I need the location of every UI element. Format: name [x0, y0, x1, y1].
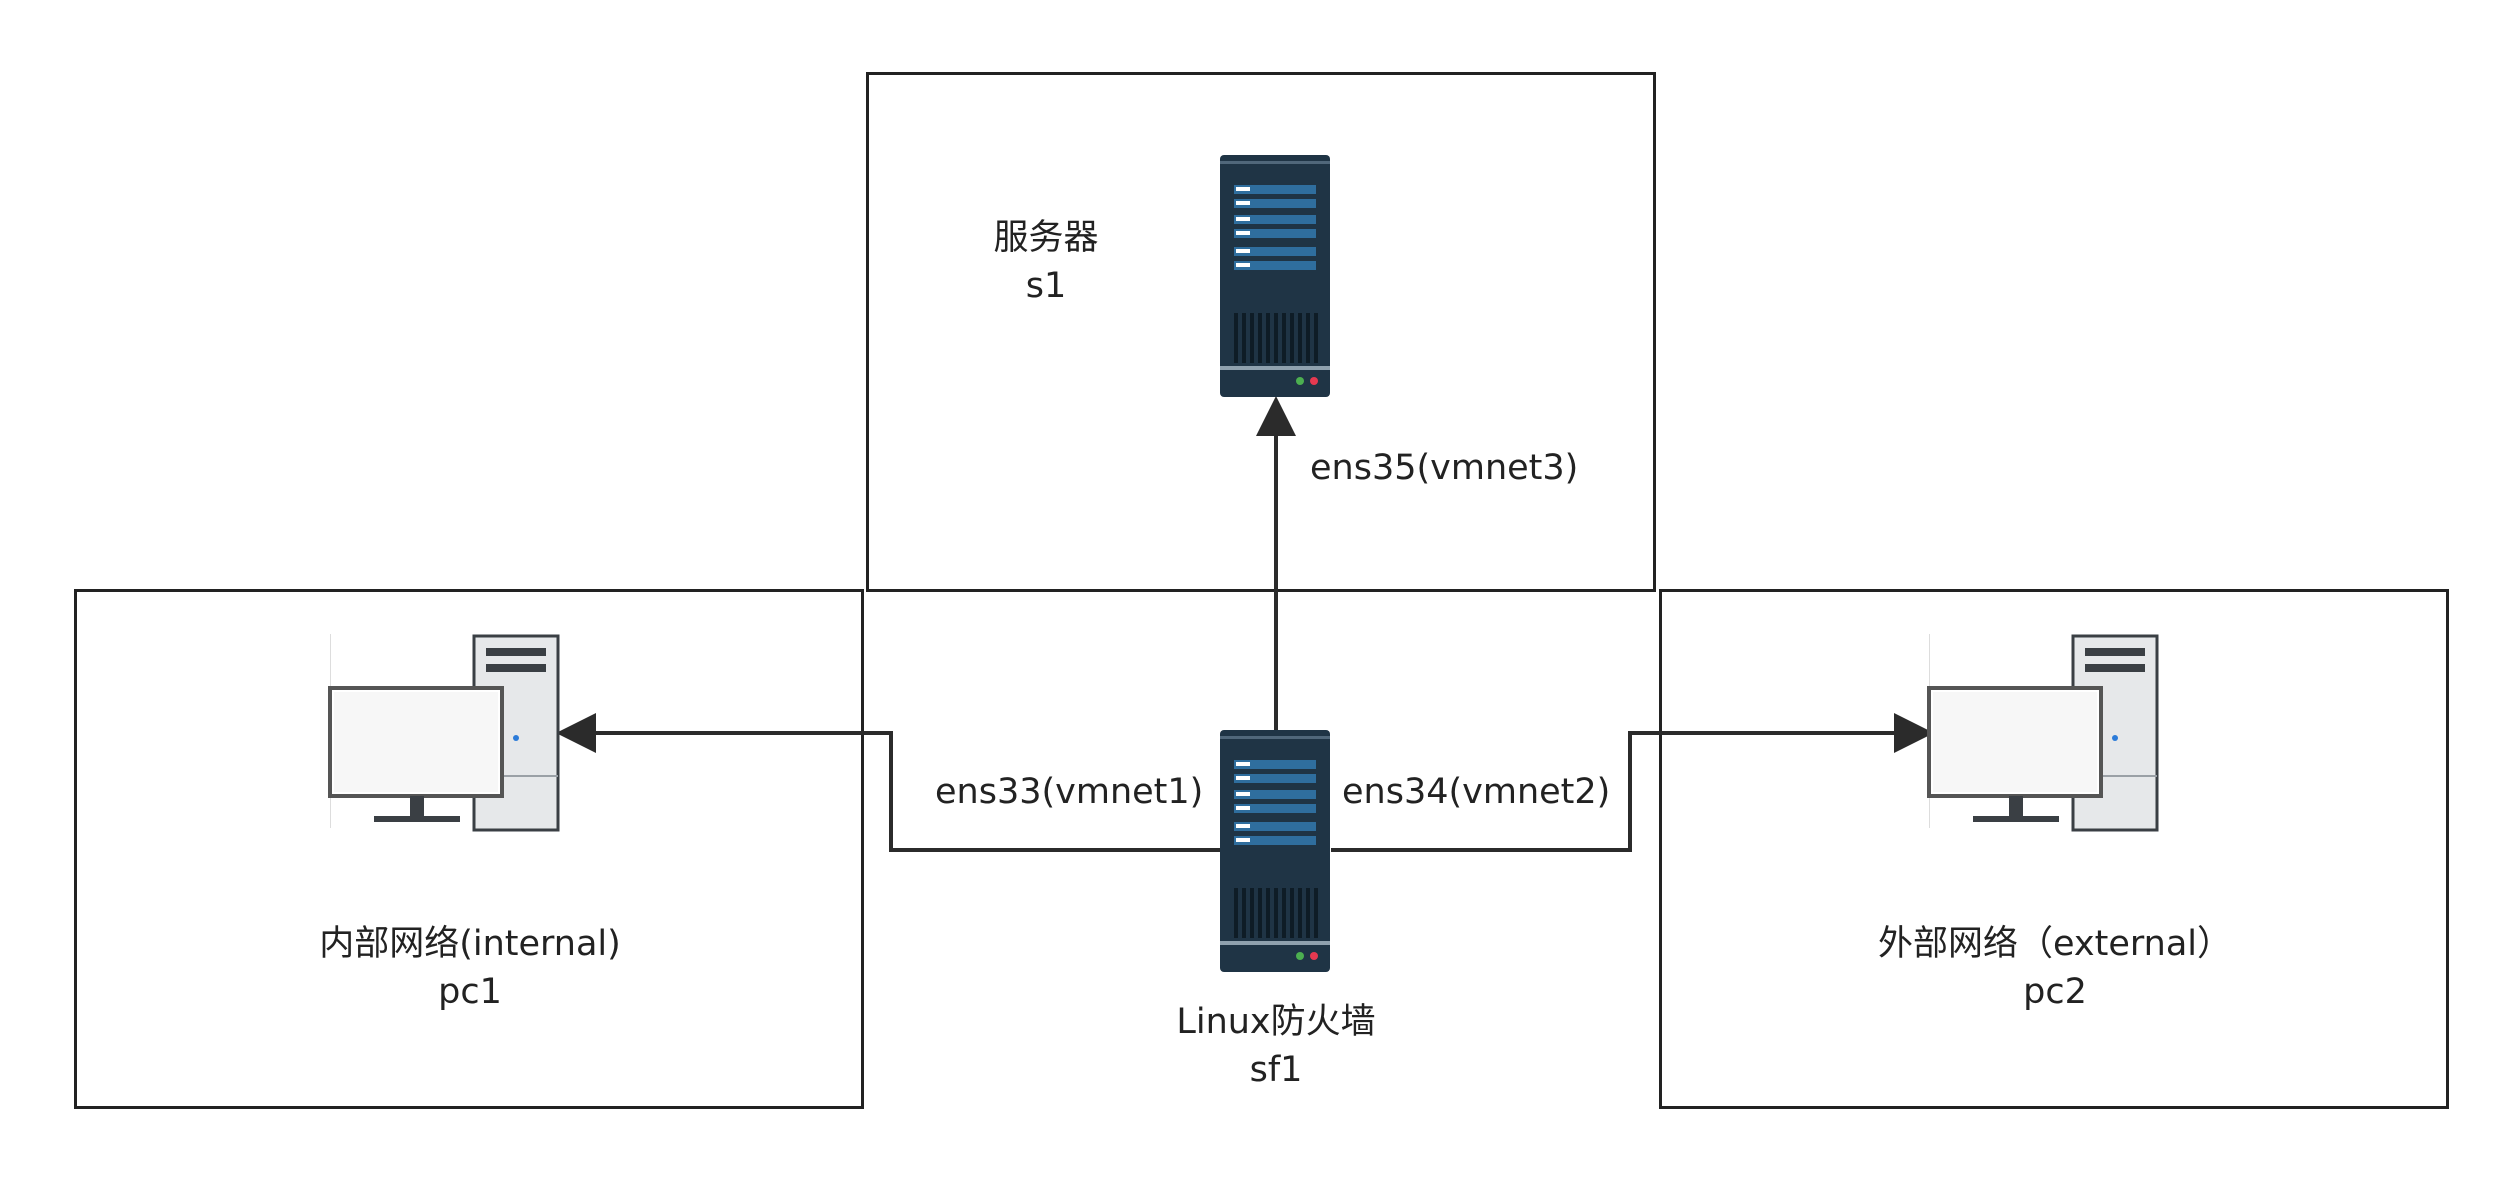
server-name: 服务器	[993, 218, 1099, 258]
link-ens33-label: ens33(vmnet1)	[935, 772, 1204, 812]
internal-id: pc1	[438, 972, 502, 1012]
server-zone	[866, 72, 1656, 592]
external-id: pc2	[2023, 972, 2087, 1012]
link-ens33	[556, 713, 1222, 852]
internal-label: 内部网络(internal) pc1	[110, 920, 830, 1016]
server-icon	[1220, 155, 1330, 397]
firewall-name: Linux防火墙	[1176, 1002, 1376, 1042]
link-ens34-label: ens34(vmnet2)	[1342, 772, 1611, 812]
external-label: 外部网络（external） pc2	[1695, 920, 2415, 1016]
external-zone	[1659, 589, 2449, 1109]
internal-zone	[74, 589, 864, 1109]
pc2-computer-icon	[1927, 634, 2159, 832]
link-ens35-label: ens35(vmnet3)	[1310, 448, 1579, 488]
server-id: s1	[1025, 266, 1067, 306]
firewall-label: Linux防火墙 sf1	[1076, 998, 1476, 1094]
pc1-computer-icon	[328, 634, 560, 832]
link-ens34	[1331, 713, 1934, 852]
external-name: 外部网络（external）	[1877, 924, 2233, 964]
firewall-id: sf1	[1249, 1050, 1303, 1090]
internal-name: 内部网络(internal)	[319, 924, 621, 964]
firewall-server-icon	[1220, 730, 1330, 972]
server-label: 服务器 s1	[946, 214, 1146, 310]
